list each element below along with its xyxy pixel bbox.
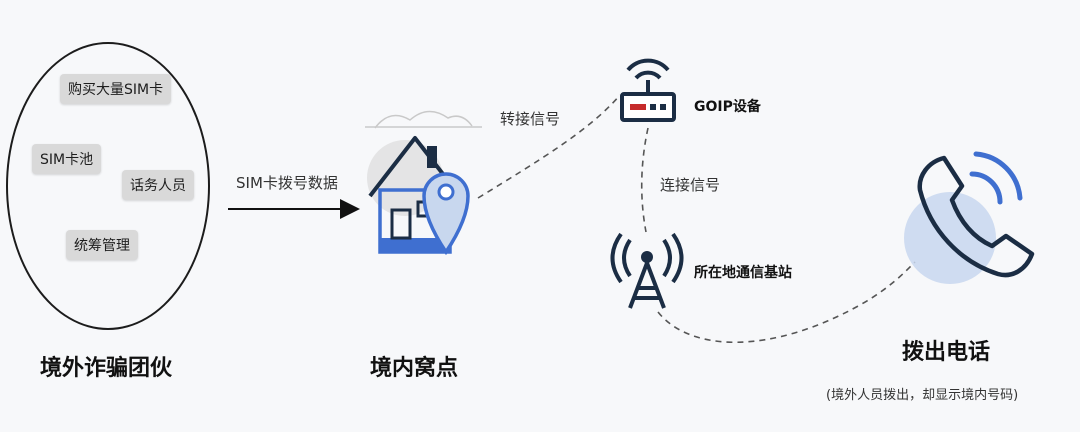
chip-operators: 话务人员: [122, 170, 194, 200]
tower-label: 所在地通信基站: [694, 265, 792, 281]
call-note: (境外人员拨出，却显示境内号码): [826, 388, 1019, 403]
chip-sim-pool: SIM卡池: [32, 144, 102, 174]
phone-icon: [904, 151, 1035, 284]
connect-signal-label: 连接信号: [660, 176, 721, 194]
group-title: 境外诈骗团伙: [40, 356, 173, 381]
den-title: 境内窝点: [370, 356, 459, 381]
forward-signal-label: 转接信号: [500, 110, 561, 128]
goip-label: GOIP设备: [694, 99, 761, 115]
location-pin-icon: [422, 172, 470, 256]
chip-coordination: 统筹管理: [66, 230, 138, 260]
dashed-link-tower-to-phone: [657, 261, 916, 344]
dashed-link-den-to-goip: [477, 94, 621, 199]
call-title: 拨出电话: [902, 340, 991, 365]
cell-tower-icon: [610, 232, 684, 309]
arrow-label: SIM卡拨号数据: [236, 174, 338, 192]
fraud-group-circle: [6, 42, 210, 330]
router-icon: [620, 58, 676, 122]
chip-buy-sim: 购买大量SIM卡: [60, 74, 172, 104]
dashed-link-goip-to-tower: [640, 127, 649, 233]
